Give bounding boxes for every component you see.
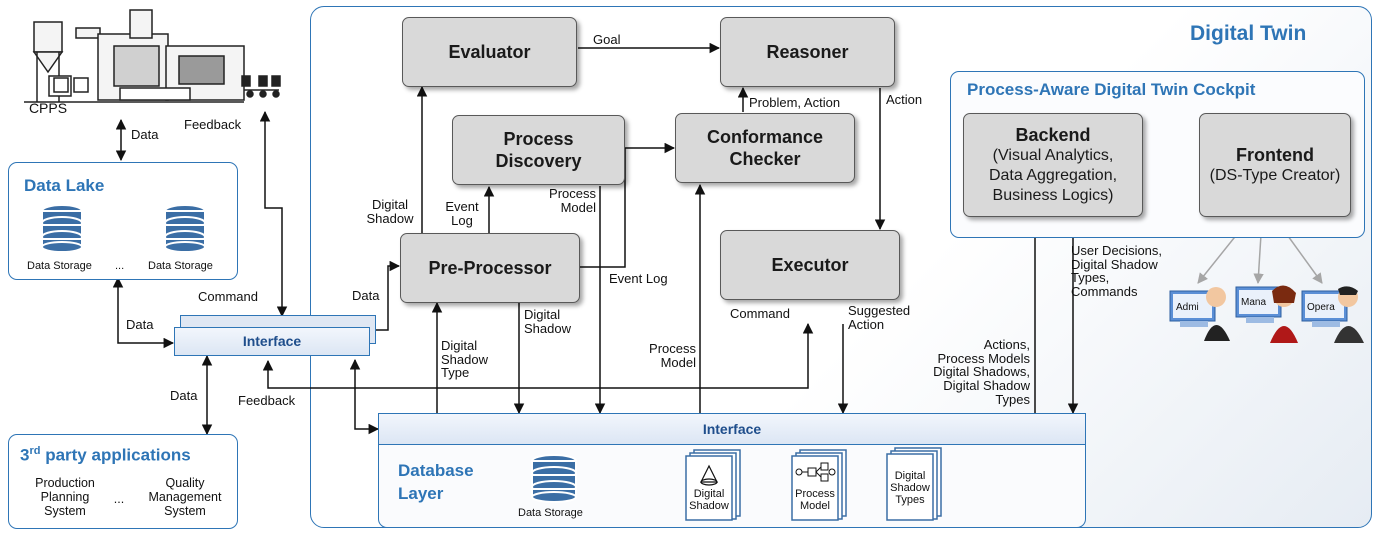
user-operator: Opera xyxy=(1307,302,1335,313)
database-icon xyxy=(41,204,83,253)
third-party-title: 3rd party applications xyxy=(20,445,191,465)
cockpit-title: Process-Aware Digital Twin Cockpit xyxy=(967,80,1256,99)
evaluator-box[interactable]: Evaluator xyxy=(402,17,577,87)
label-command: Command xyxy=(198,289,258,304)
pre-processor-box[interactable]: Pre-Processor xyxy=(400,233,580,303)
data-lake-title: Data Lake xyxy=(24,176,105,195)
data-lake-ellipsis: ... xyxy=(115,260,125,272)
user-manager: Mana xyxy=(1241,297,1266,308)
label-data-lake-link: Data xyxy=(126,317,154,332)
label-data-3rd: Data xyxy=(170,388,198,403)
digital-twin-title: Digital Twin xyxy=(1190,22,1307,45)
executor-box[interactable]: Executor xyxy=(720,230,900,300)
data-lake-storage-2: Data Storage xyxy=(148,260,213,272)
label-feedback-top: Feedback xyxy=(184,117,242,132)
data-lake-storage-1: Data Storage xyxy=(27,260,92,272)
document-stack-icon xyxy=(685,449,741,521)
label-action: Action xyxy=(886,92,923,107)
database-icon xyxy=(531,454,577,503)
document-stack-icon xyxy=(791,449,847,521)
db-interface: Interface xyxy=(378,413,1086,445)
label-data-pre: Data xyxy=(352,288,380,303)
frontend-box[interactable]: Frontend (DS-Type Creator) xyxy=(1199,113,1351,217)
db-storage-label: Data Storage xyxy=(518,507,583,519)
user-avatars: Admi Mana Opera xyxy=(1169,285,1364,343)
label-data-cpps: Data xyxy=(131,127,159,142)
database-icon xyxy=(164,204,206,253)
third-party-ellipsis: ... xyxy=(113,492,125,506)
label-feedback-bottom: Feedback xyxy=(238,393,296,408)
label-command-exec: Command xyxy=(730,306,790,321)
label-problem-action: Problem, Action xyxy=(749,95,841,110)
label-event-log-right: Event Log xyxy=(609,271,668,286)
cpps-machine-illustration: CPPS xyxy=(24,9,281,114)
backend-box[interactable]: Backend (Visual Analytics, Data Aggregat… xyxy=(963,113,1143,217)
label-db-to-backend: Actions,Process Models Digital Shadows,D… xyxy=(933,337,1030,407)
left-interface: Interface xyxy=(174,327,370,356)
cpps-label: CPPS xyxy=(29,100,67,114)
label-goal: Goal xyxy=(593,32,621,47)
user-admin: Admi xyxy=(1176,302,1199,313)
third-party-panel xyxy=(8,434,238,529)
reasoner-box[interactable]: Reasoner xyxy=(720,17,895,87)
label-backend-to-db: User Decisions,Digital Shadow Types,Comm… xyxy=(1071,243,1163,299)
document-stack-icon xyxy=(886,447,942,521)
